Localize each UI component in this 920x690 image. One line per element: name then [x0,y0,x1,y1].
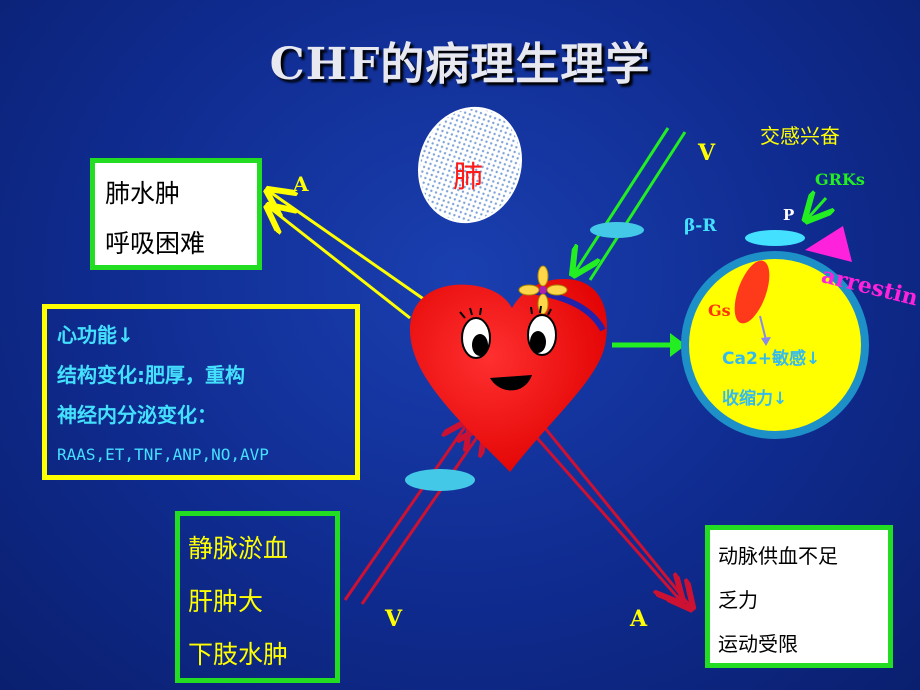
label-v-top: V [698,140,716,166]
label-p: P [783,206,795,224]
beta-receptor [745,230,805,246]
lung-symptoms-box: 肺水肿 呼吸困难 [90,158,262,270]
heart-changes-box: 心功能↓ 结构变化:肥厚，重构 神经内分泌变化： RAAS,ET,TNF,ANP… [42,304,360,480]
gs-protein [734,260,770,324]
heart-line-2: 结构变化:肥厚，重构 [57,363,245,387]
label-a-bottom: A [630,606,648,632]
arrow-to-lung-2 [270,208,411,320]
artery-line-2: 乏力 [718,588,758,612]
heart-face [459,305,557,391]
myocyte-cell [681,251,869,439]
lung-shape [417,106,523,224]
label-sympathetic: 交感兴奋 [760,124,840,148]
page-title: CHF的病理生理学 [269,39,651,90]
arrow-to-artery-2 [543,427,690,606]
label-beta-receptor: β-R [684,216,717,236]
label-gs: Gs [708,301,731,320]
vein-line-2: 肝肿大 [188,587,264,616]
lung-line-2: 呼吸困难 [105,229,206,258]
receptor-bottom [405,469,475,491]
flower-icon [518,265,568,315]
arrow-v-top-2 [588,131,687,281]
receptor-top [590,222,644,238]
heart-line-4: RAAS,ET,TNF,ANP,NO,AVP [57,445,269,464]
label-v-bottom: V [385,606,403,632]
artery-line-3: 运动受限 [718,632,798,656]
heart-line-1: 心功能↓ [57,323,134,347]
label-contractility: 收缩力↓ [722,389,788,409]
arrow-to-lung-1 [270,192,426,302]
vein-line-1: 静脉淤血 [188,534,289,563]
label-ca2-sensitivity: Ca2+敏感↓ [722,349,821,369]
arrow-to-artery-1 [528,429,680,600]
arrestin-triangle [805,226,852,262]
arrow-v-top-1 [575,127,670,272]
arrow-v-bottom-2 [360,430,482,605]
arterial-symptoms-box: 动脉供血不足 乏力 运动受限 [705,525,893,668]
label-a-top: A [293,172,309,196]
arrow-v-bottom-1 [343,424,467,601]
vein-line-3: 下肢水肿 [188,640,289,669]
heart-line-3: 神经内分泌变化： [57,403,217,427]
artery-line-1: 动脉供血不足 [718,544,838,568]
lung-label: 肺 [453,160,483,195]
label-grks: GRKs [815,170,865,189]
lung-line-1: 肺水肿 [105,179,181,208]
heart-shape [410,279,607,472]
venous-symptoms-box: 静脉淤血 肝肿大 下肢水肿 [175,511,340,683]
